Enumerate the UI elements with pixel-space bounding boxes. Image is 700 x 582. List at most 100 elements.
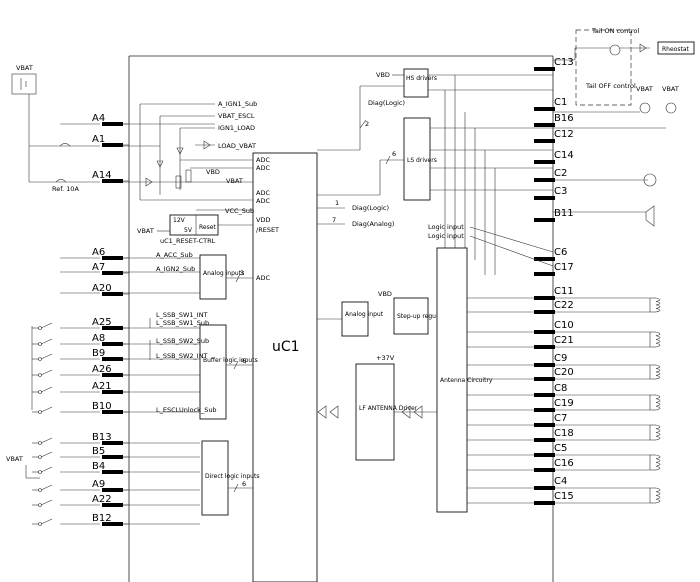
left-pin-label: B12	[92, 513, 112, 524]
diag-analog-label: Diag(Analog)	[352, 220, 394, 228]
right-pin: C22	[467, 300, 650, 314]
right-pin-label: C17	[554, 262, 574, 273]
n1-label: 1	[335, 199, 339, 207]
fuse-label: Ref. 10A	[52, 185, 79, 193]
uc1-label: uC1	[272, 339, 300, 355]
escl-unlock-label: L_ESCLUnlock_Sub	[156, 406, 217, 414]
right-pin-terminal	[534, 377, 555, 381]
analog-inputs-label: Analog inputs	[203, 270, 244, 277]
vbat1-label: VBAT	[226, 177, 243, 185]
antenna-coil	[649, 394, 661, 411]
antenna-coil	[649, 331, 661, 348]
left-pin-label: A8	[92, 333, 105, 344]
left-pin-label: A22	[92, 494, 112, 505]
right-pin-label: C16	[554, 458, 574, 469]
left-pin-label: A21	[92, 381, 112, 392]
right-pin-terminal	[534, 345, 555, 349]
right-pin: C21	[467, 335, 650, 349]
antenna-coil	[649, 487, 661, 504]
left-pin-terminal	[102, 256, 123, 260]
left-pin-terminal	[102, 455, 123, 459]
adc5-label: ADC	[256, 274, 270, 282]
right-pin: C20	[467, 367, 650, 381]
right-pin: C15	[467, 491, 650, 505]
right-pin: C7	[467, 413, 650, 427]
right-pin-terminal	[534, 453, 555, 457]
left-pin: A26	[32, 364, 200, 377]
right-pin-label: C3	[554, 186, 567, 197]
right-pin-terminal	[534, 107, 555, 111]
left-pin: A1	[92, 134, 129, 147]
n6a-label: 6	[242, 357, 246, 365]
right-pin-label: C20	[554, 367, 574, 378]
right-pin-label: C7	[554, 413, 567, 424]
lf-antenna-driver: LF ANTENNA Driver	[317, 363, 437, 461]
v5-label: 5V	[184, 227, 193, 234]
left-pin-terminal	[102, 373, 123, 377]
left-pin-label: B9	[92, 348, 105, 359]
ls-drivers-label: LS drivers	[407, 157, 437, 164]
l-ssb-int-label: L_SSB_SW1_INT	[156, 311, 208, 319]
ls-drivers-block: LS drivers 6	[317, 75, 553, 275]
buffer-logic-block: Buffer logic inputs 6 L_SSB_SW1_INT L_SS…	[31, 311, 258, 420]
stepup-label: Step-up regulator	[397, 313, 450, 320]
l-ssb-sw2-int-label: L_SSB_SW2_INT	[156, 352, 208, 360]
logic-input1-label: Logic input	[428, 223, 464, 231]
left-pin: B12	[32, 513, 200, 526]
right-pin-terminal	[534, 438, 555, 442]
right-pin: C3	[534, 186, 567, 200]
tail-off-label: Tail OFF control	[585, 82, 636, 90]
left-pin-label: A4	[92, 113, 105, 124]
right-pin-terminal	[534, 330, 555, 334]
left-pin: B4	[32, 461, 200, 474]
right-pin-label: C12	[554, 129, 574, 140]
direct-logic-label: Direct logic inputs	[205, 473, 259, 480]
ignition-network: A_IGN1_Sub VBAT_ESCL IGN1_LOAD LOAD_VBAT…	[60, 100, 270, 205]
reset-regulator: 12V 5V Reset VBAT VCC_Sub uC1_RESET-CTRL…	[137, 207, 279, 245]
right-pin: C1	[534, 97, 567, 111]
left-pin-terminal	[102, 410, 123, 414]
tail-on-label: Tail ON control	[591, 27, 639, 35]
left-pin-terminal	[102, 441, 123, 445]
left-pin: A14	[92, 170, 129, 183]
n2-label: 2	[365, 120, 369, 128]
left-pin: B5	[32, 446, 200, 459]
right-pin-label: C11	[554, 286, 574, 297]
right-pin-terminal	[534, 139, 555, 143]
rheostat-label: Rheostat	[662, 46, 689, 53]
left-pin-label: A20	[92, 283, 112, 294]
logic-input2-label: Logic input	[428, 232, 464, 240]
right-pin-label: C21	[554, 335, 574, 346]
vbd-step-label: VBD	[378, 290, 392, 298]
v12-label: 12V	[173, 217, 186, 224]
left-pin-label: B13	[92, 432, 112, 443]
antenna-circuitry-label: Antenna Circuitry	[440, 377, 493, 384]
right-pin-terminal	[534, 423, 555, 427]
v37-label: +37V	[376, 354, 395, 362]
direct-logic-block: VBAT Direct logic inputs 6	[6, 440, 259, 516]
right-pin: C13	[534, 57, 574, 71]
a-ign1-label: A_IGN1_Sub	[218, 100, 257, 108]
adc2-label: ADC	[256, 164, 270, 172]
right-pin: C10	[467, 320, 650, 334]
right-pin: C9	[467, 353, 650, 367]
left-pin-label: B10	[92, 401, 112, 412]
left-pin: A8	[32, 333, 200, 346]
antenna-coil	[649, 364, 661, 380]
right-pin-terminal	[534, 468, 555, 472]
right-pin-label: C1	[554, 97, 567, 108]
right-pin: C18	[467, 428, 650, 442]
n7-label: 7	[332, 216, 336, 224]
right-pin: C19	[467, 398, 650, 412]
antenna-coils	[649, 297, 661, 504]
right-pin-terminal	[534, 393, 555, 397]
vbat-reg-label: VBAT	[137, 227, 154, 235]
left-pin-terminal	[102, 143, 123, 147]
right-pin: C6	[534, 247, 567, 261]
right-pin-label: C14	[554, 150, 574, 161]
hs-drivers-block: VBD HS drivers Diag(Logic) 2	[317, 68, 553, 151]
antenna-coil	[649, 424, 661, 441]
left-pin: A9	[32, 479, 200, 492]
analog-input-label: Analog input	[345, 311, 384, 318]
